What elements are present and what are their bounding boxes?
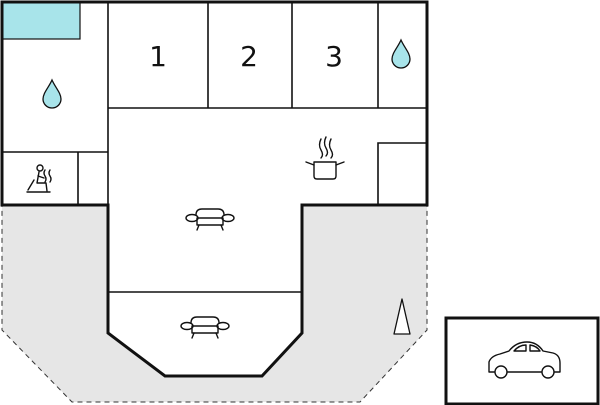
sofa-icon — [185, 208, 235, 231]
cooking-pot-icon — [305, 136, 345, 180]
interior-walls — [2, 2, 427, 293]
water-drop-icon — [391, 38, 411, 69]
bedroom-3-label: 3 — [325, 40, 343, 73]
sauna-icon — [26, 164, 52, 193]
bedroom-1-label: 1 — [149, 40, 167, 73]
pool — [1, 1, 81, 40]
bedroom-2-label: 2 — [240, 40, 258, 73]
sofa-icon — [180, 316, 230, 339]
car-icon — [488, 341, 561, 379]
building-outline — [0, 0, 429, 378]
carport — [444, 316, 600, 405]
tree-icon — [393, 298, 411, 335]
water-drop-icon — [42, 78, 62, 109]
terrace-area — [1, 204, 428, 403]
